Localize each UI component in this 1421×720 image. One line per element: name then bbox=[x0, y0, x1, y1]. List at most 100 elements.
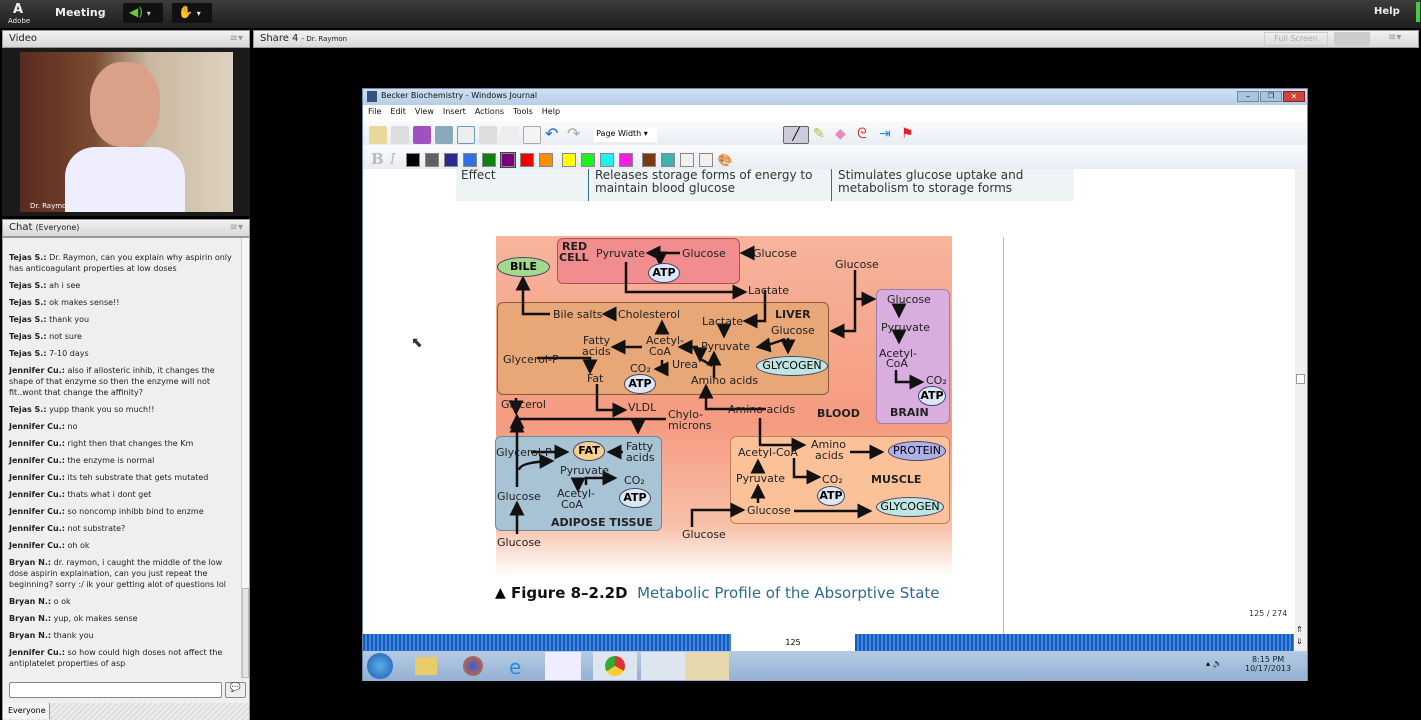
color-swatch[interactable] bbox=[660, 152, 675, 167]
undo-icon[interactable]: ↶ bbox=[545, 123, 559, 143]
chat-text: yup, ok makes sense bbox=[53, 614, 138, 623]
color-swatch[interactable] bbox=[679, 152, 694, 167]
color-swatch[interactable] bbox=[561, 152, 576, 167]
chat-input[interactable] bbox=[9, 682, 222, 698]
view-toggle-buttons[interactable] bbox=[1334, 32, 1370, 46]
color-swatch[interactable] bbox=[405, 152, 420, 167]
network-taskbar-icon[interactable] bbox=[641, 652, 685, 680]
color-swatch[interactable] bbox=[618, 152, 633, 167]
security-shield-icon[interactable] bbox=[685, 652, 729, 680]
color-swatch[interactable] bbox=[443, 152, 458, 167]
copy-icon[interactable] bbox=[501, 125, 519, 144]
diagram-label-atp: ATP bbox=[619, 488, 651, 508]
send-icon[interactable] bbox=[435, 125, 453, 144]
chat-message: Tejas S.: thank you bbox=[9, 314, 237, 325]
diagram-label-co2: CO₂ bbox=[624, 474, 645, 487]
color-swatch[interactable] bbox=[538, 152, 553, 167]
scrollbar-thumb[interactable] bbox=[1296, 374, 1305, 384]
paste-icon[interactable] bbox=[523, 125, 541, 144]
page-strip: 125 bbox=[363, 634, 1294, 651]
chat-sender: Jennifer Cu.: bbox=[9, 473, 65, 482]
highlighter-icon[interactable]: ✎ bbox=[813, 125, 825, 142]
video-pod-header: Video≡▾ bbox=[2, 30, 250, 48]
diagram-label-acetyl: Acetyl- bbox=[646, 334, 684, 347]
menu-tools[interactable]: Tools bbox=[513, 107, 533, 116]
color-swatch[interactable] bbox=[698, 152, 713, 167]
volume-icon[interactable]: ▴ 🔈 bbox=[1206, 659, 1223, 668]
start-button[interactable] bbox=[367, 653, 393, 679]
diagram-label-pyruvate: Pyruvate bbox=[701, 340, 750, 353]
diagram-label-microns: microns bbox=[668, 419, 712, 432]
color-swatch[interactable] bbox=[499, 151, 516, 168]
restore-button[interactable]: ❐ bbox=[1260, 91, 1282, 102]
chat-text: so how could high doses not affect the a… bbox=[9, 648, 223, 668]
firefox-icon[interactable] bbox=[463, 656, 483, 676]
color-swatch[interactable] bbox=[424, 152, 439, 167]
journal-taskbar-icon[interactable] bbox=[545, 652, 581, 680]
menu-file[interactable]: File bbox=[368, 107, 382, 116]
chat-text: the enzyme is normal bbox=[67, 456, 155, 465]
pen-icon[interactable]: ╱ bbox=[783, 125, 809, 144]
minimize-button[interactable]: – bbox=[1237, 91, 1259, 102]
color-swatch[interactable] bbox=[462, 152, 477, 167]
open-icon[interactable] bbox=[391, 125, 409, 144]
send-message-button[interactable]: 💬 bbox=[225, 682, 246, 698]
color-swatch[interactable] bbox=[641, 152, 656, 167]
raise-hand-button[interactable]: ✋ ▾ bbox=[172, 3, 212, 23]
menu-edit[interactable]: Edit bbox=[390, 107, 406, 116]
explorer-icon[interactable] bbox=[415, 657, 437, 675]
vertical-scrollbar[interactable]: ⇑ ⇓ bbox=[1295, 169, 1307, 652]
close-button[interactable]: ✕ bbox=[1283, 91, 1305, 102]
diagram-label-glucose: Glucose bbox=[753, 247, 797, 260]
lasso-icon[interactable]: ᘓ bbox=[857, 125, 867, 142]
chat-message: Tejas S.: Dr. Raymon, can you explain wh… bbox=[9, 252, 237, 274]
color-swatch[interactable] bbox=[599, 152, 614, 167]
eraser-icon[interactable]: ◆ bbox=[835, 125, 846, 142]
chat-text: dr. raymon, i caught the middle of the l… bbox=[9, 558, 226, 589]
color-swatch[interactable] bbox=[481, 152, 496, 167]
diagram-label-urea: Urea bbox=[672, 358, 698, 371]
menu-insert[interactable]: Insert bbox=[442, 107, 466, 116]
chat-message: Jennifer Cu.: thats what i dont get bbox=[9, 489, 237, 500]
zoom-select[interactable]: Page Width ▾ bbox=[594, 127, 658, 142]
color-swatch[interactable] bbox=[519, 152, 534, 167]
chat-sender: Tejas S.: bbox=[9, 349, 47, 358]
figure-caption: Figure 8–2.2D Metabolic Profile of the A… bbox=[511, 584, 940, 602]
pod-menu-icon[interactable]: ≡▾ bbox=[229, 33, 243, 44]
menu-actions[interactable]: Actions bbox=[474, 107, 505, 116]
chat-scrollbar[interactable] bbox=[241, 238, 249, 678]
pod-menu-icon[interactable]: ≡▾ bbox=[1388, 32, 1402, 43]
diagram-label-protein: PROTEIN bbox=[888, 441, 946, 461]
italic-button[interactable]: I bbox=[389, 150, 396, 168]
bold-button[interactable]: B bbox=[371, 150, 384, 168]
speaker-button[interactable]: ◀) ▾ bbox=[123, 3, 163, 23]
cut-icon[interactable] bbox=[479, 125, 497, 144]
redo-icon[interactable]: ↷ bbox=[567, 123, 581, 143]
help-menu[interactable]: Help bbox=[1374, 6, 1400, 17]
find-icon[interactable] bbox=[457, 125, 475, 144]
previous-page-icon[interactable]: ⇑ bbox=[1296, 625, 1303, 634]
diagram-label-amino: Amino bbox=[811, 438, 846, 451]
menu-view[interactable]: View bbox=[414, 107, 434, 116]
diagram-label-glucose: Glucose bbox=[497, 490, 541, 503]
pod-menu-icon[interactable]: ≡▾ bbox=[229, 222, 243, 233]
scrollbar-thumb[interactable] bbox=[242, 588, 249, 678]
full-screen-button[interactable]: Full Screen bbox=[1264, 32, 1328, 46]
chrome-taskbar-button[interactable] bbox=[593, 652, 637, 680]
diagram-label-fatty: Fatty bbox=[626, 440, 654, 453]
next-page-icon[interactable]: ⇓ bbox=[1296, 637, 1303, 646]
menu-help[interactable]: Help bbox=[541, 107, 561, 116]
insert-space-icon[interactable]: ⇥ bbox=[879, 125, 891, 142]
flag-icon[interactable]: ⚑ bbox=[901, 125, 914, 142]
color-picker-icon[interactable]: 🎨 bbox=[717, 153, 733, 167]
new-note-icon[interactable] bbox=[369, 125, 387, 144]
meeting-menu[interactable]: Meeting bbox=[55, 6, 106, 19]
chat-tab-everyone[interactable]: Everyone bbox=[3, 703, 50, 719]
save-icon[interactable] bbox=[413, 125, 431, 144]
color-swatch[interactable] bbox=[580, 152, 595, 167]
chat-message: Jennifer Cu.: so noncomp inhibb bind to … bbox=[9, 506, 237, 517]
internet-explorer-icon[interactable]: e bbox=[509, 655, 522, 679]
